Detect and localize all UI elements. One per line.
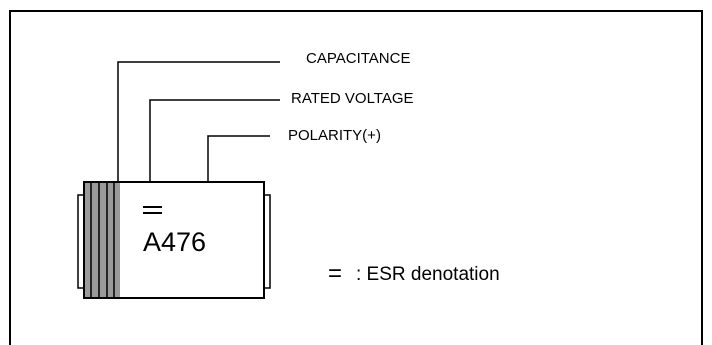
capacitor-body xyxy=(83,181,265,299)
legend-text: : ESR denotation xyxy=(356,264,500,285)
polarity-label: POLARITY(+) xyxy=(288,127,381,144)
legend-symbol: = xyxy=(328,260,342,287)
capacitance-leader-line xyxy=(117,61,280,182)
rated-voltage-label: RATED VOLTAGE xyxy=(291,90,414,107)
polarity-leader-line xyxy=(207,135,270,182)
rated-voltage-leader-line xyxy=(149,99,280,182)
right-terminal xyxy=(264,194,271,289)
capacitance-label: CAPACITANCE xyxy=(306,50,410,67)
left-terminal xyxy=(77,194,84,289)
diagram-frame xyxy=(9,10,703,345)
marking-code: A476 xyxy=(143,227,206,257)
